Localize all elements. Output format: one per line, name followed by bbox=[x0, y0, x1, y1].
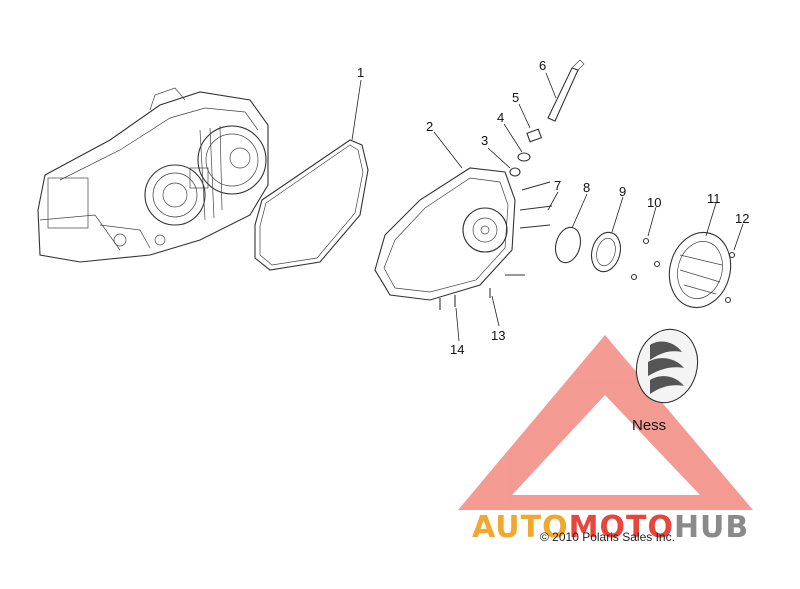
engine-assembly bbox=[37, 87, 269, 263]
callout-10: 10 bbox=[647, 195, 661, 210]
callout-9: 9 bbox=[619, 184, 626, 199]
brand-hub: HUB bbox=[674, 510, 749, 545]
derby-cover-part bbox=[668, 231, 732, 309]
svg-text:AUTOMOTOHUB: AUTOMOTOHUB bbox=[472, 510, 749, 545]
gasket-part bbox=[254, 139, 369, 271]
retainer-part bbox=[590, 231, 622, 273]
callout-5: 5 bbox=[512, 90, 519, 105]
screws bbox=[630, 237, 736, 304]
brand-moto: MOTO bbox=[569, 510, 674, 545]
callout-6: 6 bbox=[539, 58, 546, 73]
hardware-small bbox=[509, 59, 585, 177]
callout-8: 8 bbox=[583, 180, 590, 195]
callout-1: 1 bbox=[357, 65, 364, 80]
callout-13: 13 bbox=[491, 328, 505, 343]
callout-3: 3 bbox=[481, 133, 488, 148]
callout-11: 11 bbox=[707, 191, 721, 206]
leader-lines bbox=[351, 72, 744, 342]
brand-auto: AUTO bbox=[472, 510, 569, 545]
callout-labels: 1 2 3 4 5 6 7 8 9 10 11 12 13 14 bbox=[357, 58, 749, 357]
ness-label: Ness bbox=[632, 417, 666, 434]
watermark-brand: AUTOMOTOHUB bbox=[472, 510, 749, 545]
watermark-triangle bbox=[458, 335, 753, 510]
callout-7: 7 bbox=[554, 178, 561, 193]
callout-14: 14 bbox=[450, 342, 464, 357]
o-ring-part bbox=[554, 226, 582, 264]
ness-badge: Ness bbox=[632, 328, 699, 434]
primary-cover-part bbox=[374, 167, 516, 301]
copyright-text: © 2010 Polaris Sales Inc. bbox=[540, 530, 675, 544]
bolts bbox=[439, 181, 553, 310]
callout-2: 2 bbox=[426, 119, 433, 134]
callout-4: 4 bbox=[497, 110, 504, 125]
callout-12: 12 bbox=[735, 211, 749, 226]
